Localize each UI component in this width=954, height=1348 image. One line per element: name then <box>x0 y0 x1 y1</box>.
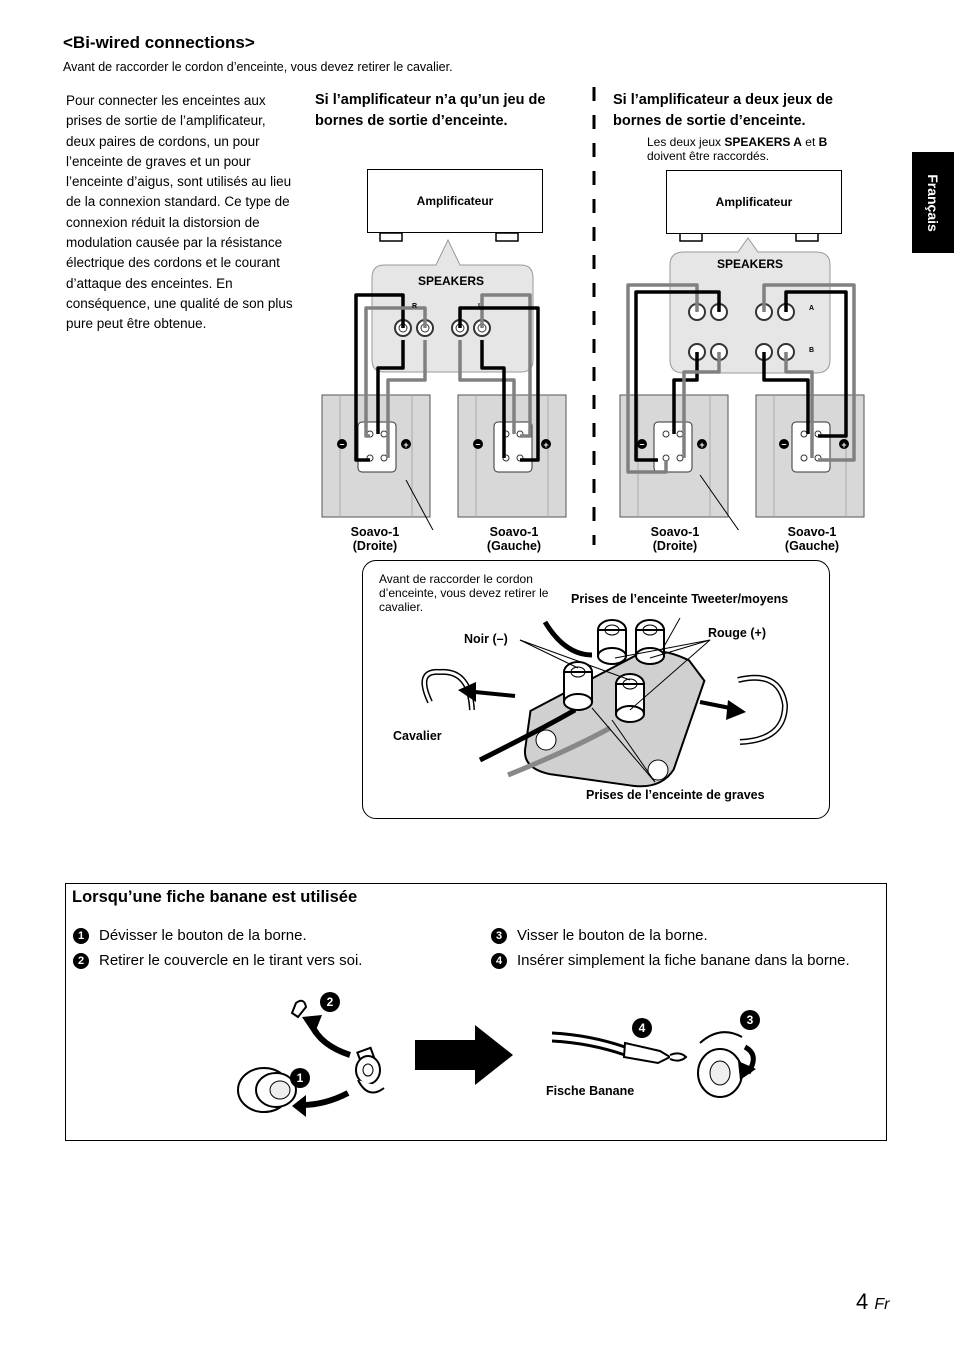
step-text: Insérer simplement la fiche banane dans … <box>517 952 850 969</box>
speaker-name: Soavo-1 <box>489 525 539 539</box>
body-paragraph: Pour connecter les enceintes aux prises … <box>66 93 293 332</box>
page-number: 4 Fr <box>856 1289 889 1315</box>
banana-plug-illustration: 2 1 4 3 <box>237 992 760 1117</box>
svg-text:4: 4 <box>639 1021 646 1035</box>
banana-plug-title: Lorsqu’une fiche banane est utilisée <box>72 888 358 906</box>
woofer-terminals-label: Prises de l’enceinte de graves <box>586 788 765 802</box>
step-number: 3 <box>491 927 507 944</box>
step-2: 2 Retirer le couvercle en le tirant vers … <box>73 952 362 969</box>
dual-set-heading: Si l’amplificateur a deux jeux de bornes… <box>613 92 833 129</box>
svg-text:2: 2 <box>327 995 334 1009</box>
speaker-left-label-2: Soavo-1(Gauche) <box>757 525 867 553</box>
jumper-removal-note: Avant de raccorder le cordon d’enceinte,… <box>379 572 549 614</box>
speaker-left-label-1: Soavo-1(Gauche) <box>459 525 569 553</box>
speaker-right-label-1: Soavo-1(Droite) <box>320 525 430 553</box>
svg-text:1: 1 <box>297 1071 304 1085</box>
language-tab: Français <box>912 152 954 253</box>
page-lang-suffix: Fr <box>874 1296 890 1313</box>
step-number: 1 <box>73 927 89 944</box>
black-negative-label: Noir (–) <box>464 632 508 646</box>
step-3: 3 Visser le bouton de la borne. <box>491 927 708 944</box>
section-intro: Avant de raccorder le cordon d’enceinte,… <box>63 60 453 74</box>
jumper-label: Cavalier <box>393 729 442 743</box>
section-title: <Bi-wired connections> <box>63 33 255 52</box>
svg-text:+: + <box>841 440 846 450</box>
svg-text:–: – <box>475 439 480 449</box>
language-tab-label: Français <box>925 173 941 232</box>
step-text: Retirer le couvercle en le tirant vers s… <box>99 952 363 969</box>
dual-set-note: Les deux jeux SPEAKERS A et B doivent êt… <box>647 135 827 163</box>
column-divider <box>592 87 596 545</box>
single-set-diagram: – – + + <box>321 232 567 530</box>
svg-text:+: + <box>699 440 704 450</box>
red-positive-label: Rouge (+) <box>708 626 766 640</box>
terminal-detail-illustration <box>421 617 789 788</box>
set-a-label: A <box>809 305 815 312</box>
note-post: doivent être raccordés. <box>647 149 770 163</box>
step-text: Visser le bouton de la borne. <box>517 927 708 944</box>
step-number: 2 <box>73 952 89 969</box>
speaker-name: Soavo-1 <box>787 525 837 539</box>
amplifier-box-2: Amplificateur <box>666 170 842 234</box>
svg-text:+: + <box>403 440 408 450</box>
svg-text:+: + <box>543 440 548 450</box>
speaker-side: (Droite) <box>652 539 698 553</box>
svg-text:3: 3 <box>747 1013 754 1027</box>
step-4: 4 Insérer simplement la fiche banane dans… <box>491 952 850 969</box>
speaker-right-label-2: Soavo-1(Droite) <box>620 525 730 553</box>
banana-plug-label: Fische Banane <box>546 1084 635 1098</box>
step-text: Dévisser le bouton de la borne. <box>99 927 307 944</box>
speaker-name: Soavo-1 <box>650 525 700 539</box>
speaker-side: (Gauche) <box>784 539 840 553</box>
single-set-heading: Si l’amplificateur n’a qu’un jeu de born… <box>315 92 546 129</box>
channel-r-label-1: R <box>412 303 418 310</box>
note-pre: Les deux jeux <box>647 135 725 149</box>
amplifier-box-1: Amplificateur <box>367 169 543 233</box>
page-number-value: 4 <box>856 1289 869 1314</box>
speakers-panel-label-1: SPEAKERS <box>418 274 485 288</box>
tweeter-terminals-label: Prises de l’enceinte Tweeter/moyens <box>571 592 789 606</box>
speakers-panel-label-2: SPEAKERS <box>717 257 784 271</box>
note-bold-a: SPEAKERS A <box>724 135 802 149</box>
note-mid: et <box>801 135 819 149</box>
step-1: 1 Dévisser le bouton de la borne. <box>73 927 307 944</box>
note-bold-b: B <box>818 135 828 149</box>
svg-text:–: – <box>639 439 644 449</box>
channel-l-label-1: L <box>478 303 483 310</box>
svg-text:–: – <box>781 439 786 449</box>
step-number-badges <box>290 992 340 1088</box>
svg-text:–: – <box>339 439 344 449</box>
step-number: 4 <box>491 952 507 969</box>
banana-plug-box <box>65 883 887 1141</box>
set-b-label: B <box>809 347 815 354</box>
dual-set-diagram: – – + + <box>619 232 865 530</box>
speaker-name: Soavo-1 <box>350 525 400 539</box>
speaker-side: (Droite) <box>352 539 398 553</box>
speaker-side: (Gauche) <box>486 539 542 553</box>
